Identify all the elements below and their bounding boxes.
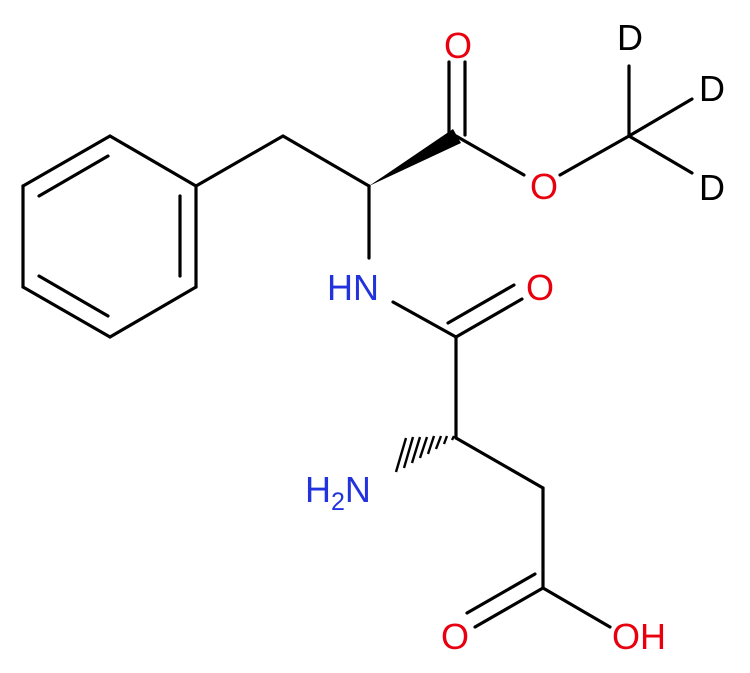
stereo-wedge-bond <box>369 129 461 186</box>
atom-labels: O O D D D HN O H2N O OH <box>305 17 725 657</box>
benzene-ring <box>21 134 198 339</box>
deuterium-top: D <box>617 17 643 58</box>
amine-n: N <box>345 469 371 510</box>
acid-carbonyl-oxygen: O <box>441 616 469 657</box>
carbonyl-oxygen-ester: O <box>444 25 472 66</box>
deuterium-bottom: D <box>699 167 725 208</box>
ester-oxygen: O <box>530 166 558 207</box>
amine-nh2-label: H2N <box>305 469 371 516</box>
deuterium-right: D <box>699 68 725 109</box>
stereo-hash-bond <box>394 435 456 473</box>
hydroxyl-oh: OH <box>612 616 666 657</box>
amide-oxygen: O <box>526 267 554 308</box>
amine-subscript-2: 2 <box>331 488 345 516</box>
amide-nh-h: H <box>327 267 353 308</box>
amine-h: H <box>305 469 331 510</box>
backbone-bonds <box>194 60 694 629</box>
amide-nh-n: N <box>353 267 379 308</box>
amide-nh-label: HN <box>327 267 379 308</box>
